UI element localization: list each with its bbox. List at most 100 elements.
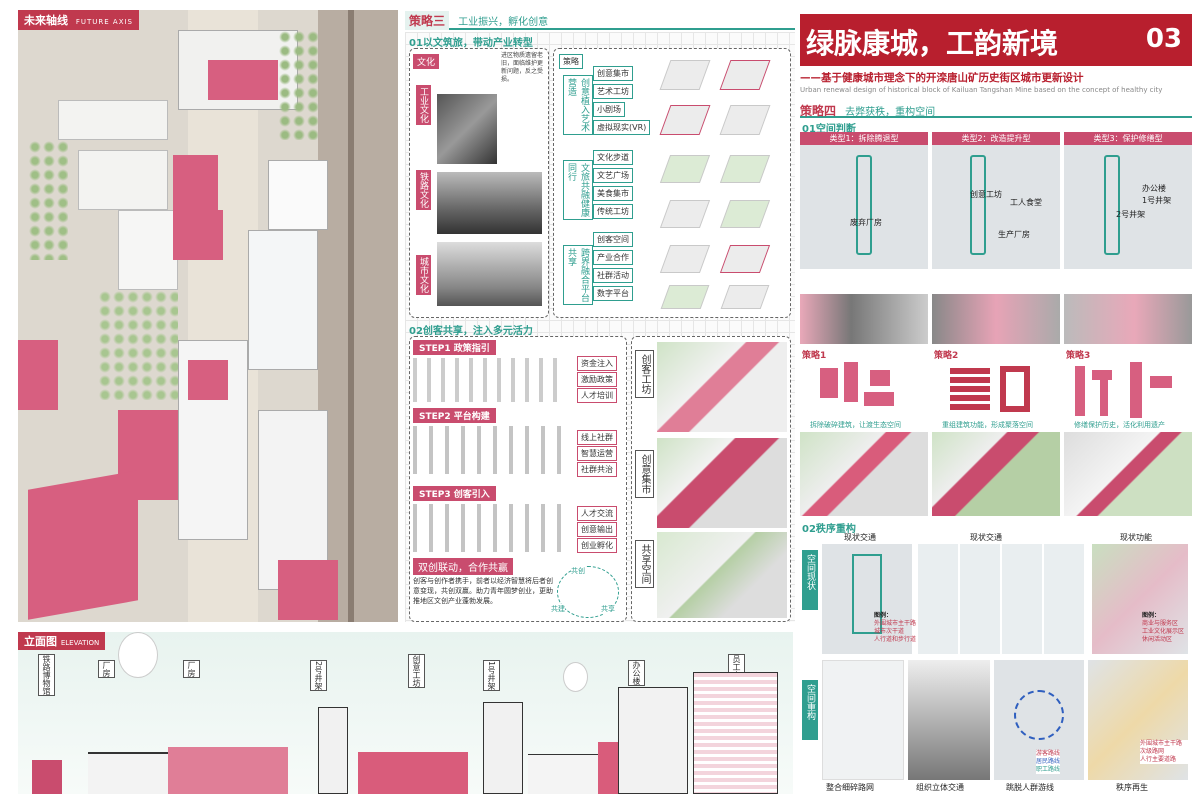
elev-shaft1	[483, 702, 523, 794]
route-label: 游客路线	[1036, 750, 1061, 757]
legend-item: 人行道和步行道	[874, 636, 917, 643]
plan-block	[820, 368, 838, 398]
header-subtitle-en: Urban renewal design of historical block…	[800, 86, 1163, 94]
type-header: 类型1：拆除腾退型	[800, 132, 928, 145]
plan-block	[1100, 380, 1108, 416]
balloon	[118, 632, 158, 678]
plan-block	[1000, 366, 1030, 412]
group1-name: 创意植入艺术营造	[563, 75, 593, 135]
group3-item[interactable]: 创客空间	[593, 232, 633, 247]
legend-item: 人行主要道路	[1140, 756, 1177, 763]
elev-building	[528, 754, 598, 794]
group3-item[interactable]: 数字平台	[593, 286, 633, 301]
plan-render	[932, 432, 1060, 516]
iso-icon	[659, 155, 711, 183]
legend-item: 次级路网	[1140, 748, 1165, 755]
group2-item[interactable]: 美食集市	[593, 186, 633, 201]
step2-bar: STEP2 平台构建	[413, 408, 496, 423]
step3-tag[interactable]: 创业孵化	[577, 538, 617, 553]
route-ring	[1014, 690, 1064, 740]
side-label-creative-market: 创意集市	[635, 450, 654, 498]
iso-icon	[659, 245, 711, 273]
iso-icon	[659, 200, 711, 228]
tree-cluster	[28, 140, 68, 260]
elev-label-railway-museum: 铁路博物馆	[38, 654, 55, 696]
group2-item[interactable]: 文化步道	[593, 150, 633, 165]
pink-roof	[208, 60, 278, 100]
step2-tag[interactable]: 智慧运营	[577, 446, 617, 461]
render-creative-market	[657, 438, 787, 528]
side-label-shared-space: 共享空间	[635, 540, 654, 588]
industrial-photo	[437, 94, 497, 164]
plan-block	[950, 368, 990, 410]
type-col: 类型3：保护修缮型 办公楼 1号井架 2号井架	[1064, 132, 1192, 272]
strategy3-panel: 策略三 工业振兴，孵化创意 01以文筑旅，带动产业转型 文化 工业文化 铁路文化…	[405, 10, 795, 622]
route-label: 居民路线	[1036, 758, 1061, 765]
group3-item[interactable]: 社群活动	[593, 268, 633, 283]
pink-roof	[173, 210, 223, 260]
step1-people	[413, 358, 563, 402]
railway-photo	[437, 172, 542, 234]
row-label-status: 空间现状	[802, 550, 818, 610]
group2-item[interactable]: 传统工坊	[593, 204, 633, 219]
type-map: 废弃厂房	[800, 145, 928, 269]
elevation-title-cn: 立面图	[24, 635, 57, 648]
step1-tag[interactable]: 激励政策	[577, 372, 617, 387]
step2-tag[interactable]: 社群共治	[577, 462, 617, 477]
legend-title: 图例：	[874, 612, 893, 619]
aerial-title-en: FUTURE AXIS	[75, 18, 133, 26]
cycle-label-share: 共享	[601, 604, 615, 614]
building	[268, 160, 328, 230]
elev-office-tower	[618, 687, 688, 794]
group1-item[interactable]: 创意集市	[593, 66, 633, 81]
elev-label-shaft2: 2号井架	[310, 660, 327, 692]
tree-cluster	[98, 290, 178, 400]
pink-roof	[18, 340, 58, 410]
section1-title: 01以文筑旅，带动产业转型	[409, 38, 533, 49]
iso-icon	[660, 285, 710, 309]
step1-tag[interactable]: 资金注入	[577, 356, 617, 371]
elev-label-shaft1: 1号井架	[483, 660, 500, 692]
rebuild-diagram	[822, 660, 904, 780]
status-title: 现状功能	[1120, 533, 1152, 542]
joint-text: 创客与创作者携手，前者以经济智慧将后者创意变现，共创双赢。助力青年圆梦创业，更助…	[413, 577, 553, 605]
plan-block	[1150, 376, 1172, 388]
map-path	[856, 155, 872, 255]
map-tag: 生产厂房	[998, 230, 1030, 239]
plan-label: 策略1	[802, 351, 827, 361]
photo-strip	[800, 294, 928, 344]
plan-block	[1075, 366, 1085, 416]
plan-block	[1130, 362, 1142, 418]
rebuild-diagram	[908, 660, 990, 780]
function-map	[1092, 544, 1188, 654]
group3-item[interactable]: 产业合作	[593, 250, 633, 265]
step3-people	[413, 504, 563, 552]
bottom-caption: 秩序再生	[1116, 783, 1148, 792]
elev-label-factory2: 厂房	[183, 660, 200, 678]
pink-roof	[173, 155, 218, 210]
legend-item: 外围城市主干路	[1140, 740, 1183, 747]
strategy-label: 策略	[559, 54, 583, 69]
route-legend: 游客路线 居民路线 职工路线	[1036, 750, 1061, 774]
pink-roof	[278, 560, 338, 620]
group1-item[interactable]: 艺术工坊	[593, 84, 633, 99]
legend-block: 外围城市主干路 次级路网 人行主要道路	[1140, 740, 1192, 764]
map-route	[852, 554, 882, 634]
step1-tag[interactable]: 人才培训	[577, 388, 617, 403]
map-path	[1104, 155, 1120, 255]
step2-tag[interactable]: 线上社群	[577, 430, 617, 445]
group1-item[interactable]: 虚拟现实(VR)	[593, 120, 651, 135]
pink-roof	[188, 360, 228, 400]
building	[118, 210, 178, 290]
step3-tag[interactable]: 创意输出	[577, 522, 617, 537]
status-title: 现状交通	[844, 533, 876, 542]
group2-item[interactable]: 文艺广场	[593, 168, 633, 183]
group1-item[interactable]: 小剧场	[593, 102, 625, 117]
map-tag: 废弃厂房	[850, 218, 882, 227]
strategy4-header: 策略四 去弊获秩，重构空间	[800, 100, 1192, 118]
aerial-title-cn: 未来轴线	[24, 14, 68, 27]
side-label-maker-workshop: 创客工坊	[635, 350, 654, 398]
step3-tag[interactable]: 人才交流	[577, 506, 617, 521]
elev-building	[32, 760, 62, 794]
bottom-caption: 跳脱人群游线	[1006, 783, 1054, 792]
